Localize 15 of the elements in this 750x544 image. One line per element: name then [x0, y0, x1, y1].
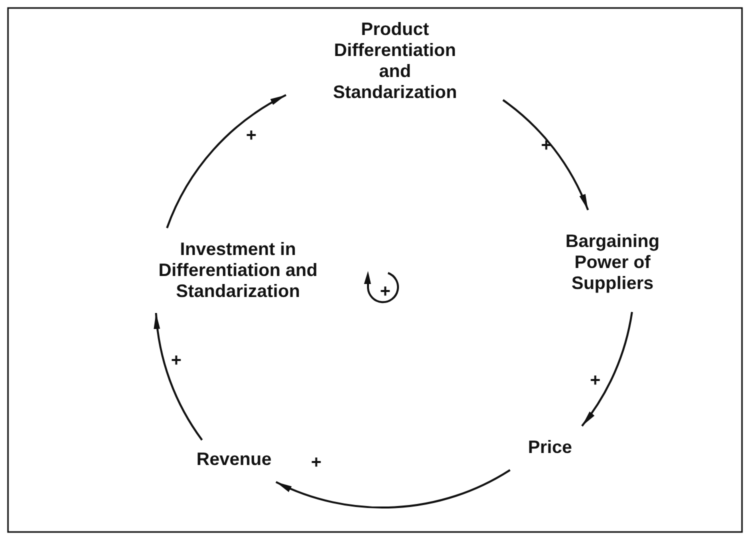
edge-label: +	[171, 351, 182, 369]
node-label: Investment in Differentiation and Standarization	[157, 238, 318, 302]
edge-label: +	[590, 371, 601, 389]
edge-label: +	[246, 126, 257, 144]
loop-polarity-sign: +	[380, 282, 391, 300]
arrow	[154, 312, 203, 441]
node-label: Bargaining Power of Suppliers	[564, 230, 660, 294]
arrow	[502, 99, 589, 210]
arrow	[276, 469, 510, 508]
arrow	[166, 94, 286, 228]
node-label: Revenue	[196, 448, 272, 470]
node-label: Price	[528, 436, 572, 458]
arrow	[581, 312, 633, 427]
edge-label: +	[311, 453, 322, 471]
node-label: Product Differentiation and Standarization	[332, 19, 458, 103]
